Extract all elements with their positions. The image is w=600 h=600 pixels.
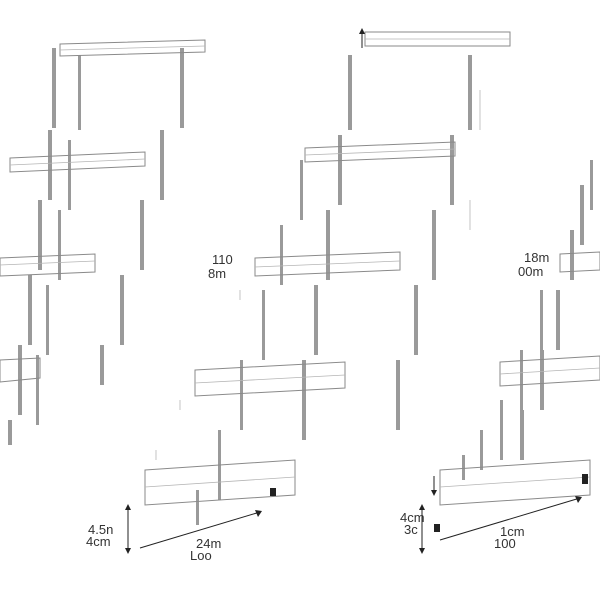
right-height-label-top: 18m bbox=[524, 250, 549, 265]
center-shelving-unit: 110 8m bbox=[144, 28, 511, 525]
right-depth-label-bottom: 3c bbox=[404, 522, 418, 537]
center-unit-feet bbox=[270, 488, 276, 496]
center-unit-shelf-5 bbox=[144, 459, 296, 506]
left-unit-posts bbox=[8, 48, 184, 445]
right-depth-label-top: 4cm bbox=[400, 510, 425, 525]
left-width-label-bottom: Loo bbox=[190, 548, 212, 563]
center-unit-shelf-4 bbox=[194, 361, 346, 397]
right-width-label-top: 1cm bbox=[500, 524, 525, 539]
center-height-label-bottom: 8m bbox=[208, 266, 226, 281]
center-unit-shelf-1 bbox=[364, 31, 511, 47]
left-unit-shelf-1 bbox=[59, 39, 206, 57]
left-shelving-unit bbox=[0, 39, 206, 445]
decorative-wire-segments bbox=[155, 90, 481, 460]
right-unit-feet bbox=[434, 474, 588, 532]
right-unit-shelf-2 bbox=[499, 355, 600, 387]
right-unit-shelf-3 bbox=[439, 459, 591, 506]
center-unit-shelf-3 bbox=[254, 251, 401, 277]
left-depth-label-top: 4.5n bbox=[88, 522, 113, 537]
center-unit-top-dimension bbox=[359, 28, 365, 48]
left-bottom-dimensions: 4.5n 4cm 24m Loo bbox=[86, 504, 262, 563]
right-bottom-dimensions: 4cm 3c 1cm 100 bbox=[400, 476, 582, 554]
right-unit-shelf-1 bbox=[559, 251, 600, 273]
right-unit-posts bbox=[462, 160, 593, 480]
right-height-label-bottom: 00m bbox=[518, 264, 543, 279]
left-width-label-top: 24m bbox=[196, 536, 221, 551]
left-depth-label-bottom: 4cm bbox=[86, 534, 111, 549]
left-unit-shelf-2 bbox=[9, 151, 146, 173]
left-unit-shelf-4 bbox=[0, 357, 41, 383]
center-height-label-top: 110 bbox=[212, 252, 233, 267]
right-shelving-unit: 18m 00m bbox=[434, 160, 600, 532]
right-width-label-bottom: 100 bbox=[494, 536, 516, 551]
center-unit-posts bbox=[196, 55, 472, 525]
center-unit-shelf-2 bbox=[304, 141, 456, 163]
left-unit-shelf-3 bbox=[0, 253, 96, 277]
